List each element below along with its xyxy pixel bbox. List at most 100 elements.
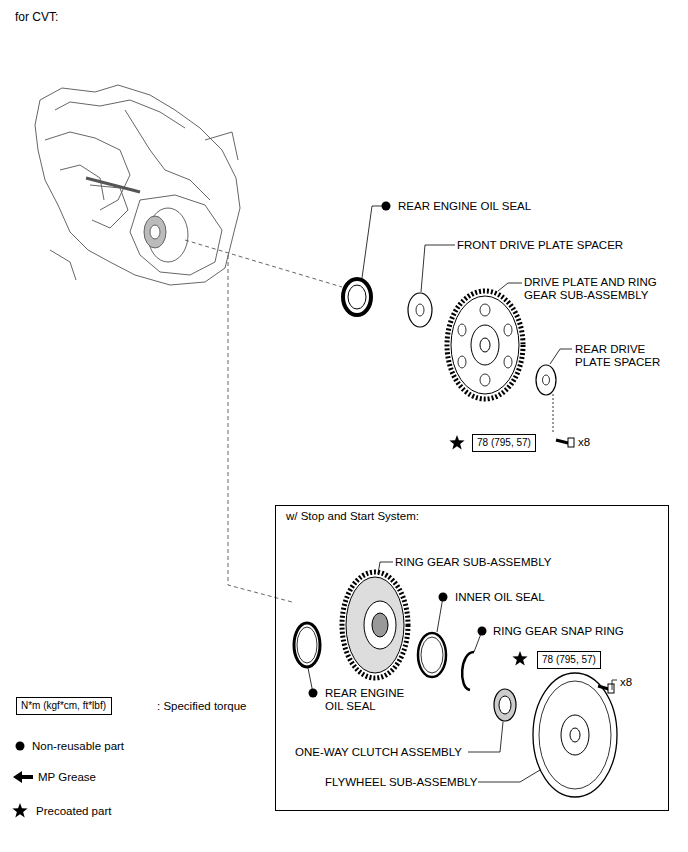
drive-plate-gear [480,374,490,386]
legend-text: Non-reusable part [32,740,124,752]
precoat-star [12,435,527,817]
marker-dot [16,202,487,751]
marker-dot [382,202,391,211]
drive-plate-gear [451,296,519,394]
torque-box: N*m (kgf*cm, ft*lbf) [16,697,112,715]
bolt [608,684,614,693]
quantity-label: x8 [578,436,590,449]
engine-illustration [130,195,222,275]
leader-line [553,394,554,432]
torque-value: 78 (795, 57) [542,654,596,666]
ring-gear [372,613,388,637]
engine-illustration [125,110,210,200]
rear-engine-oil-seal [297,627,317,663]
rear-drive-plate-spacer [536,365,556,395]
part-label: RING GEAR SNAP RING [493,625,624,638]
drive-plate-gear [504,324,512,336]
part-label: INNER OIL SEAL [455,591,545,604]
dashed-leader [228,255,292,602]
part-label: REAR ENGINE OIL SEAL [398,200,531,213]
group-frame: w/ Stop and Start System: 78 (795, 57) [275,505,669,811]
leader-line [474,631,482,652]
rear-engine-oil-seal [348,285,366,309]
ring-gear [342,572,408,678]
snap-ring [462,652,474,690]
ring-gear [364,601,396,649]
drive-plate-gear [447,291,523,399]
engine-illustration [144,216,166,248]
leader-line [378,562,393,574]
front-drive-plate-spacer [408,293,432,327]
one-way-clutch [494,689,516,721]
inner-oil-seal [418,633,446,677]
drive-plate-gear [458,356,466,368]
one-way-clutch [494,689,516,721]
inner-oil-seal [421,637,443,673]
leader-line [468,722,503,752]
precoat-star [512,651,527,665]
leader-line [362,206,386,278]
rear-engine-oil-seal [294,623,320,667]
front-drive-plate-spacer [408,293,432,327]
engine-illustration [205,132,238,160]
torque-value: 78 (795, 57) [477,437,531,449]
drive-plate-gear [447,291,523,399]
ring-gear [342,572,408,678]
leader-line [437,597,443,632]
leader-line [498,283,522,291]
drive-plate-gear [504,356,512,368]
part-label: REAR DRIVE PLATE SPACER [575,343,670,369]
rear-drive-plate-spacer [543,375,550,385]
group-heading: w/ Stop and Start System: [276,506,668,522]
flywheel [570,728,580,742]
snap-ring [462,652,474,690]
flywheel [533,673,617,797]
torque-value: N*m (kgf*cm, ft*lbf) [21,700,107,712]
dashed-leader [185,240,342,287]
engine-illustration [90,185,128,228]
rear-engine-oil-seal [343,279,371,315]
drive-plate-gear [458,324,466,336]
legend-text: Precoated part [36,805,111,817]
engine-illustration [150,225,160,239]
rear-engine-oil-seal [343,279,371,315]
bolt [568,438,574,447]
leader-line [612,680,617,690]
engine-illustration [45,132,130,210]
quantity-label: x8 [620,676,632,689]
legend-text: MP Grease [38,771,96,783]
rear-engine-oil-seal [294,623,320,667]
drive-plate-gear [480,338,490,352]
torque-box: 78 (795, 57) [537,651,601,669]
inner-oil-seal [418,633,446,677]
part-label: FLYWHEEL SUB-ASSEMBLY [325,776,478,789]
drive-plate-gear [480,304,490,316]
bolt [556,438,574,447]
part-label: REAR ENGINE OIL SEAL [325,687,415,713]
legend-text: : Specified torque [157,700,247,712]
engine-illustration [35,85,240,285]
engine-illustration [86,178,140,192]
diagram-title: for CVT: [15,10,58,24]
leader-line [308,668,313,693]
leader-line [550,349,572,364]
ring-gear [346,577,404,673]
grease-arrow [13,771,33,783]
one-way-clutch [499,696,511,714]
part-label: FRONT DRIVE PLATE SPACER [457,239,623,252]
precoat-star [449,435,464,449]
rear-drive-plate-spacer [536,365,556,395]
drive-plate-gear [471,325,499,365]
precoat-star [12,803,27,817]
marker-dot [16,742,25,751]
dashed-leader [185,240,342,602]
torque-box: 78 (795, 57) [472,434,536,452]
flywheel [539,681,611,789]
flywheel [533,673,617,797]
engine-illustration [35,85,240,285]
leader-line [478,770,540,782]
part-label: DRIVE PLATE AND RING GEAR SUB-ASSEMBLY [524,276,674,302]
